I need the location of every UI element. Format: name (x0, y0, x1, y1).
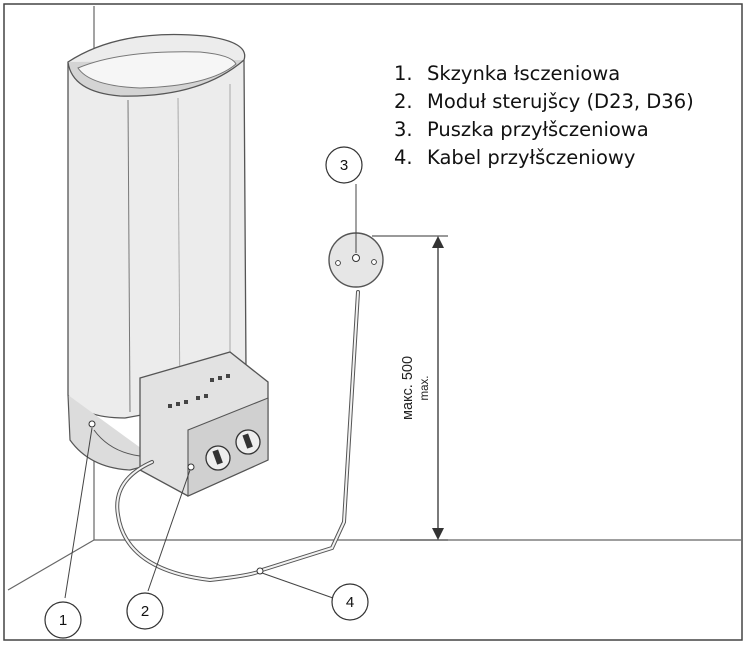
dimension-value: макс. 500 (400, 356, 416, 420)
legend-item-2-number: 2. (394, 90, 413, 113)
dimension-unit: max. (419, 376, 431, 401)
callout-2-label: 2 (141, 603, 149, 620)
callout-3: 3 (325, 146, 363, 253)
cable-marker (256, 567, 264, 575)
legend-item-3-number: 3. (394, 118, 413, 141)
legend-item-1-number: 1. (394, 62, 413, 85)
legend-item-4-number: 4. (394, 146, 413, 169)
outer-border (3, 3, 743, 641)
dimension-line (372, 235, 448, 541)
callout-1: 1 (44, 427, 93, 639)
legend: 1. Skzynka łsczeniowa 2. Moduł sterujšcy… (394, 62, 694, 169)
legend-item-2-label: Moduł sterujšcy (D23, D36) (427, 90, 694, 113)
legend-item-3-label: Puszka przyłšczeniowa (427, 118, 649, 141)
callout-2: 2 (126, 469, 191, 630)
heater-body (67, 33, 247, 471)
callout-4-label: 4 (346, 594, 354, 611)
junction-box (328, 232, 384, 288)
callout-1-label: 1 (59, 612, 67, 629)
callout-4: 4 (261, 572, 369, 621)
legend-item-4-label: Kabel przyłšczeniowy (427, 146, 635, 169)
callout-3-label: 3 (340, 157, 348, 174)
control-module (139, 351, 269, 497)
legend-item-1-label: Skzynka łsczeniowa (427, 62, 620, 85)
